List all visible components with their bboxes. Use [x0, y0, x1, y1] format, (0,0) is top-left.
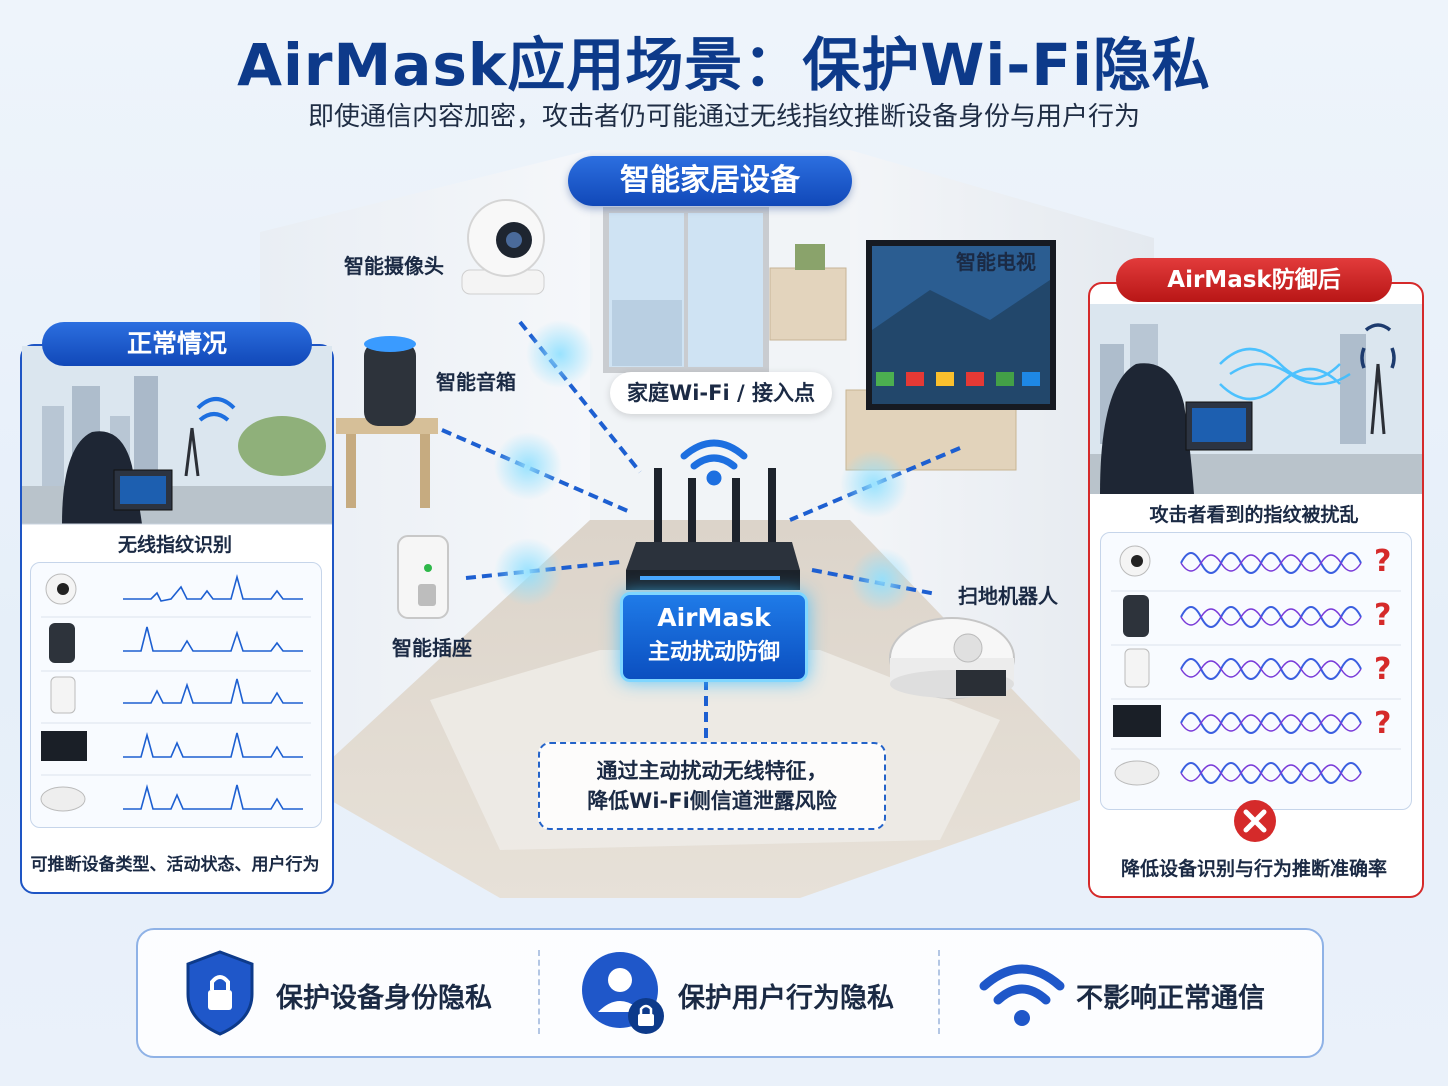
benefit-normal-communication: 不影响正常通信	[1076, 983, 1265, 1014]
note-line-2: 降低Wi-Fi侧信道泄露风险	[587, 789, 837, 813]
signal-glows	[494, 320, 914, 612]
cell-tower-icon	[1370, 363, 1386, 435]
normal-case-tab: 正常情况	[42, 322, 312, 366]
fp-row-tv	[41, 731, 303, 761]
wifi-signal-icon	[680, 439, 748, 486]
airmask-defense-tab: AirMask防御后	[1116, 258, 1392, 302]
benefits-bar	[136, 928, 1324, 1058]
airmask-name: AirMask	[657, 603, 771, 632]
tv-label: 智能电视	[956, 250, 1036, 274]
defense-scene-illustration	[1090, 304, 1422, 494]
smart-home-section-title: 智能家居设备	[568, 156, 852, 206]
fp-row-plug	[50, 676, 303, 714]
benefit-device-identity: 保护设备身份隐私	[276, 983, 492, 1014]
airmask-defense-box: AirMask 主动扰动防御	[620, 592, 808, 682]
access-point-label: 家庭Wi-Fi / 接入点	[610, 372, 832, 414]
blocked-x-icon	[1234, 800, 1276, 842]
fp-row-speaker	[49, 623, 303, 663]
user-lock-icon	[582, 952, 664, 1034]
cell-tower-icon	[184, 427, 200, 477]
plug-label: 智能插座	[392, 636, 472, 660]
robot-vacuum-illustration	[889, 617, 1015, 699]
dfp-row-robot	[1114, 760, 1362, 786]
benefit-user-behavior: 保护用户行为隐私	[678, 983, 894, 1014]
disrupted-signal-waves	[1219, 347, 1351, 401]
smart-camera-illustration	[461, 199, 545, 295]
wifi-broadcast-icon	[196, 397, 236, 422]
dfp-row-speaker	[1123, 595, 1362, 637]
smart-speaker-illustration	[336, 336, 438, 508]
speaker-label: 智能音箱	[436, 370, 516, 394]
benefit-divider	[538, 950, 540, 1034]
right-fingerprint-title: 攻击者看到的指纹被扰乱	[1149, 504, 1359, 526]
airmask-note: 通过主动扰动无线特征， 降低Wi-Fi侧信道泄露风险	[538, 742, 886, 830]
broadcast-icon	[1360, 323, 1396, 369]
smart-plug-illustration	[397, 535, 449, 619]
router-illustration	[626, 468, 800, 590]
page-subtitle: 即使通信内容加密，攻击者仍可能通过无线指纹推断设备身份与用户行为	[307, 102, 1140, 132]
wall-shelf	[769, 267, 847, 341]
left-panel-caption: 可推断设备类型、活动状态、用户行为	[30, 855, 320, 875]
dfp-row-camera	[1119, 545, 1362, 577]
page-title: AirMask应用场景：保护Wi-Fi隐私	[237, 31, 1211, 99]
hooded-attacker-figure	[1100, 363, 1194, 494]
dfp-row-plug	[1124, 648, 1362, 688]
airmask-function: 主动扰动防御	[647, 640, 780, 665]
dfp-row-tv	[1113, 705, 1362, 737]
disrupted-fingerprint-graphs	[1111, 545, 1401, 786]
fp-row-robot	[40, 783, 303, 812]
note-line-1: 通过主动扰动无线特征，	[596, 759, 828, 783]
left-fingerprint-title: 无线指纹识别	[117, 534, 232, 556]
robot-label: 扫地机器人	[958, 584, 1058, 608]
smart-tv-illustration	[845, 240, 1056, 471]
normal-fingerprint-list	[30, 562, 322, 828]
right-panel-caption: 降低设备识别与行为推断准确率	[1120, 858, 1387, 880]
normal-scene-illustration	[22, 346, 332, 525]
camera-label: 智能摄像头	[344, 254, 444, 278]
fp-row-camera	[45, 573, 303, 605]
wifi-icon	[979, 964, 1065, 1026]
normal-fingerprint-graphs	[40, 573, 311, 812]
disrupted-fingerprint-list	[1100, 532, 1412, 810]
unknown-question-mark: ?	[1374, 652, 1392, 687]
unknown-question-mark: ?	[1374, 706, 1392, 741]
shield-lock-icon	[186, 950, 254, 1036]
unknown-question-mark: ?	[1374, 544, 1392, 579]
benefit-divider	[938, 950, 940, 1034]
unknown-question-mark: ?	[1374, 598, 1392, 633]
